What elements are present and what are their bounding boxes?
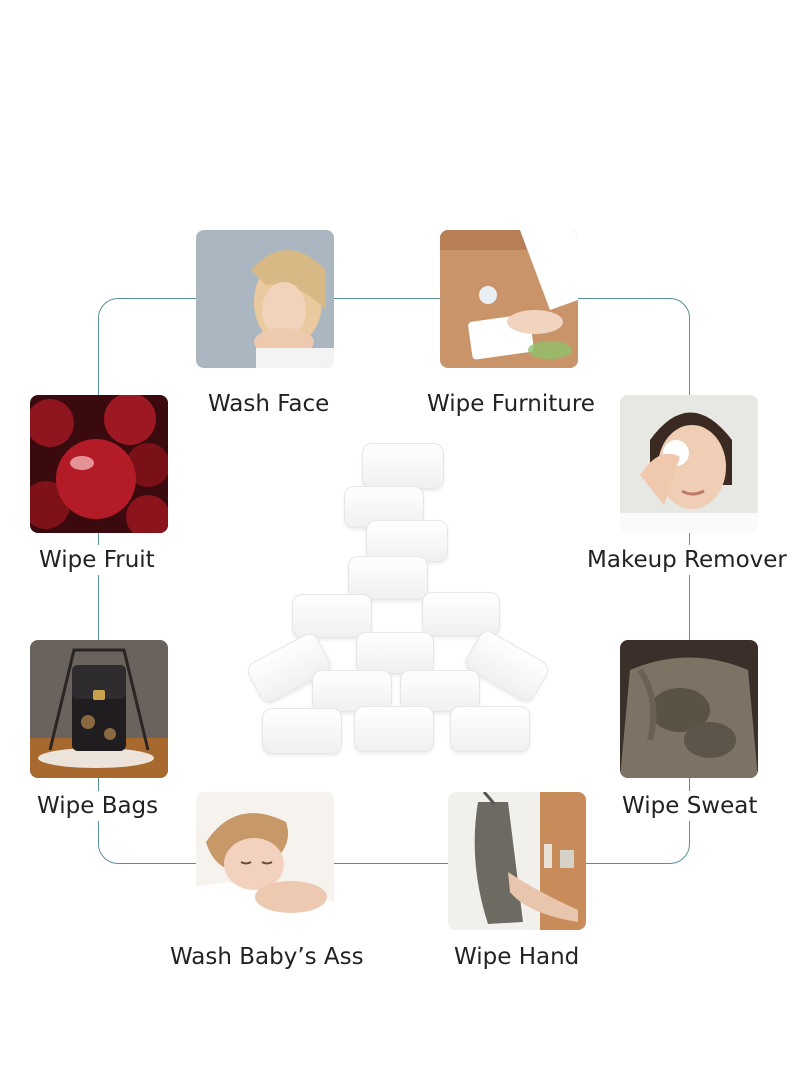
label-wipe-bags: Wipe Bags [35,791,161,821]
connector-frame [98,298,690,864]
compressed-towel-tablets [240,438,552,758]
handbag-photo [30,640,168,778]
label-makeup-remover: Makeup Remover [585,545,789,575]
label-wipe-sweat: Wipe Sweat [620,791,760,821]
label-wash-babys-ass: Wash Baby’s Ass [168,942,366,972]
sleeping-child-photo [196,792,334,930]
furniture-wiping-photo [440,230,578,368]
makeup-removal-photo [620,395,758,533]
label-wipe-furniture: Wipe Furniture [425,389,597,419]
label-wipe-hand: Wipe Hand [452,942,582,972]
hand-towel-photo [448,792,586,930]
face-washing-photo [196,230,334,368]
label-wash-face: Wash Face [206,389,332,419]
label-wipe-fruit: Wipe Fruit [37,545,157,575]
sweaty-shirt-photo [620,640,758,778]
cherries-photo [30,395,168,533]
